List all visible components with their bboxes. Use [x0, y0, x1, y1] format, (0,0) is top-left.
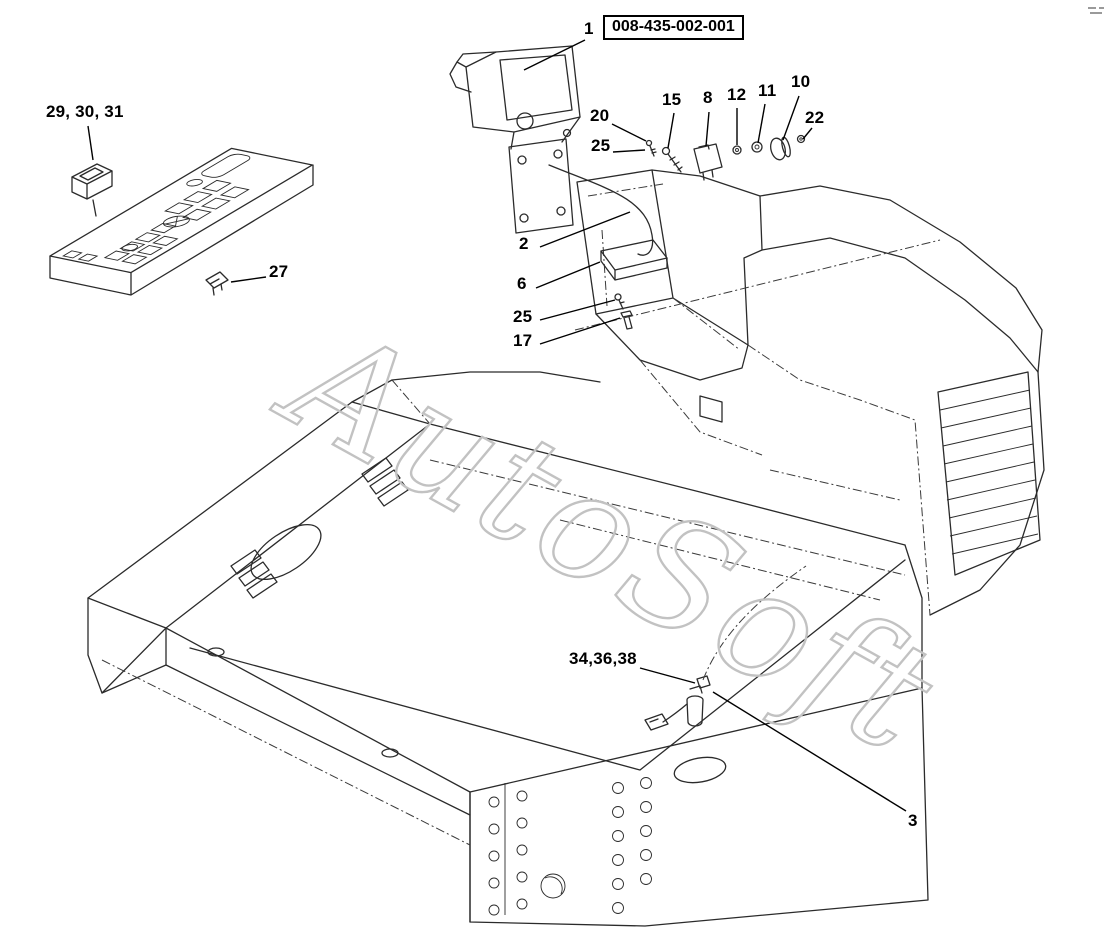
- part-27: [205, 271, 229, 296]
- callout-9-10: 10: [791, 72, 811, 91]
- callout-8-11: 11: [758, 81, 777, 100]
- rocker-switch: [71, 163, 113, 217]
- control-panel: [50, 148, 314, 296]
- callout-16-3: 3: [908, 811, 918, 830]
- wire-harness: [644, 565, 807, 731]
- fasteners-25-17: [614, 139, 657, 330]
- part-number-box: 008-435-002-001: [603, 15, 744, 40]
- leader-lines: [87, 39, 907, 812]
- display-unit: [449, 45, 581, 234]
- callout-15-34-36-38: 34,36,38: [569, 649, 637, 668]
- callout-14-17: 17: [513, 331, 533, 350]
- cable-item-2: [548, 164, 654, 256]
- rear-body: [574, 169, 1045, 616]
- watermark-text: AutoSoft: [252, 286, 965, 789]
- callout-0-1: 1: [584, 19, 594, 38]
- chassis-frame: [87, 371, 929, 927]
- callout-3-20: 20: [590, 106, 610, 125]
- callout-5-15: 15: [662, 90, 682, 109]
- bracket-item-6: [600, 239, 668, 281]
- callout-4-25: 25: [591, 136, 611, 155]
- callout-2-27: 27: [269, 262, 289, 281]
- callout-1-29-30-31: 29, 30, 31: [46, 102, 124, 121]
- callout-13-25: 25: [513, 307, 533, 326]
- callout-11-2: 2: [519, 234, 529, 253]
- callout-12-6: 6: [517, 274, 527, 293]
- callout-7-12: 12: [727, 85, 747, 104]
- callout-10-22: 22: [805, 108, 825, 127]
- corner-mark: [1088, 7, 1104, 14]
- callout-6-8: 8: [703, 88, 713, 107]
